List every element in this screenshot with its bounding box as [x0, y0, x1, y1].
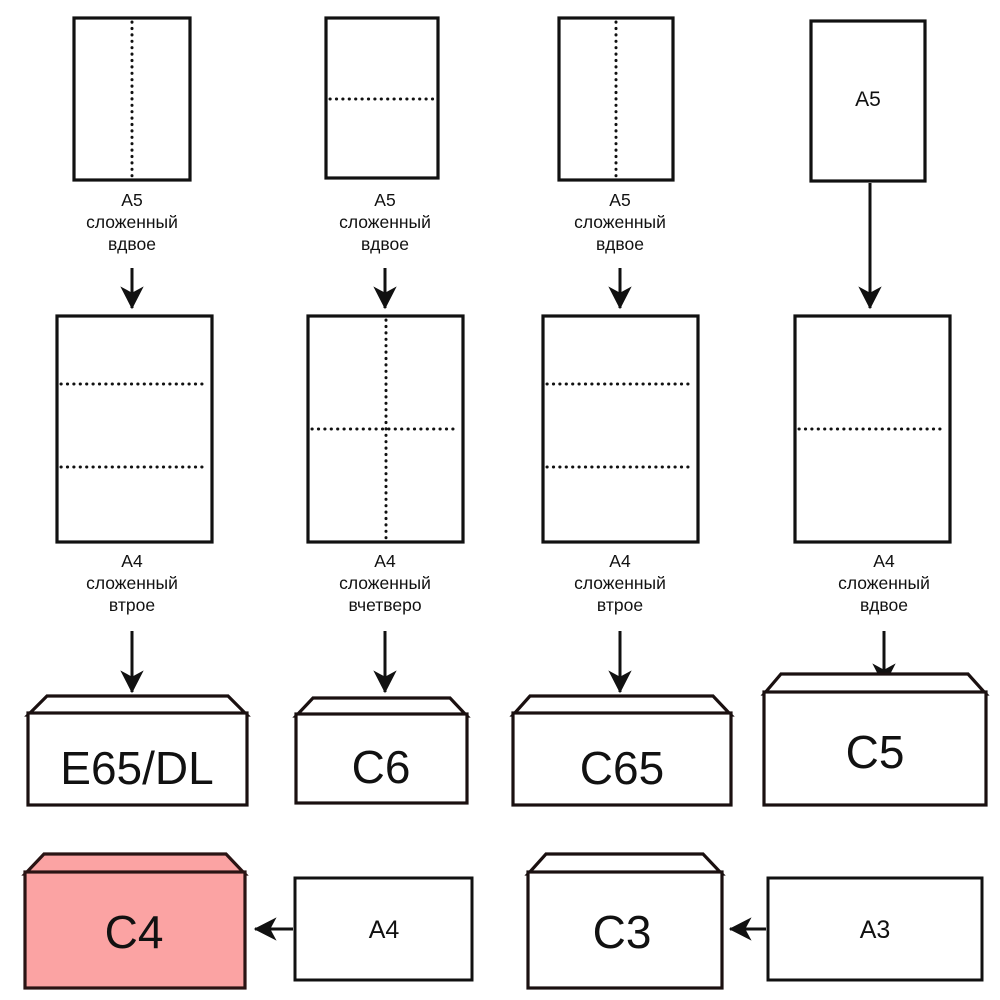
- paper-a4-small-group: A4: [293, 876, 474, 982]
- col-2-middle-caption-line3: вчетверо: [348, 595, 421, 615]
- envelope-c6-body: [294, 712, 469, 805]
- envelope-e65-dl-label: E65/DL: [60, 742, 213, 794]
- col-2-middle-caption-line1: A4: [374, 551, 396, 571]
- envelope-c5-body: [762, 690, 988, 807]
- col-1-a5-sheet-group: [72, 16, 192, 182]
- col-2-top-caption-line3: вдвое: [361, 234, 409, 254]
- col-2-a4-sheet-group: [306, 314, 465, 544]
- envelope-c65-group: C65: [509, 694, 735, 807]
- col-4-a5-inner-label: A5: [855, 88, 881, 111]
- col-4-middle-caption-line3: вдвое: [860, 595, 908, 615]
- col-2-a5-sheet-group: [324, 16, 440, 180]
- envelope-c6-group: C6: [292, 696, 471, 805]
- envelope-c5-group: C5: [760, 672, 990, 807]
- col-4-a5-sheet: [809, 19, 927, 183]
- col-1-middle-caption-line3: втрое: [109, 595, 155, 615]
- paper-a4-small: [293, 876, 474, 982]
- envelope-e65-dl-group: E65/DL: [24, 694, 251, 807]
- col-2-top-caption-line1: A5: [374, 190, 395, 210]
- col-3-middle-caption-line2: сложенный: [574, 573, 666, 593]
- envelope-c65-label: C65: [580, 742, 664, 794]
- envelope-e65-dl-body: [26, 711, 249, 807]
- envelope-c4-body: [23, 870, 247, 990]
- paper-a3-small-label: A3: [860, 916, 891, 944]
- paper-a3-small-group: A3: [766, 876, 984, 982]
- col-3-top-caption-line1: A5: [609, 190, 630, 210]
- col-4-a4-sheet-group: [793, 314, 952, 544]
- col-4-a4-sheet: [793, 314, 952, 544]
- envelope-c65-body: [511, 711, 733, 807]
- envelope-c3-group: C3: [524, 852, 726, 990]
- col-4-middle-caption-line1: A4: [873, 551, 895, 571]
- col-4-a5-sheet-group: A5: [809, 19, 927, 183]
- col-2-middle-caption-line2: сложенный: [339, 573, 431, 593]
- col-3-middle-caption-line3: втрое: [597, 595, 643, 615]
- paper-a4-small-label: A4: [369, 916, 400, 944]
- col-4-middle-caption-line2: сложенный: [838, 573, 930, 593]
- envelope-c4-label: C4: [105, 906, 164, 958]
- col-3-a5-sheet-group: [557, 16, 675, 182]
- envelope-c4-group: C4: [21, 852, 249, 990]
- col-2-top-caption-line2: сложенный: [339, 212, 431, 232]
- col-1-top-caption-line1: A5: [121, 190, 142, 210]
- envelope-c3-body: [526, 870, 724, 990]
- envelope-c3-label: C3: [593, 906, 652, 958]
- col-3-top-caption-line2: сложенный: [574, 212, 666, 232]
- col-1-middle-caption-line1: A4: [121, 551, 143, 571]
- col-1-top-caption-line3: вдвое: [108, 234, 156, 254]
- envelope-c5-label: C5: [846, 726, 905, 778]
- col-3-top-caption-line3: вдвое: [596, 234, 644, 254]
- col-1-a4-sheet-group: [55, 314, 214, 544]
- col-1-middle-caption-line2: сложенный: [86, 573, 178, 593]
- col-3-a4-sheet: [541, 314, 700, 544]
- paper-a3-small: [766, 876, 984, 982]
- col-3-a4-sheet-group: [541, 314, 700, 544]
- col-1-top-caption-line2: сложенный: [86, 212, 178, 232]
- col-3-middle-caption-line1: A4: [609, 551, 631, 571]
- col-1-a4-sheet: [55, 314, 214, 544]
- envelope-c6-label: C6: [352, 741, 411, 793]
